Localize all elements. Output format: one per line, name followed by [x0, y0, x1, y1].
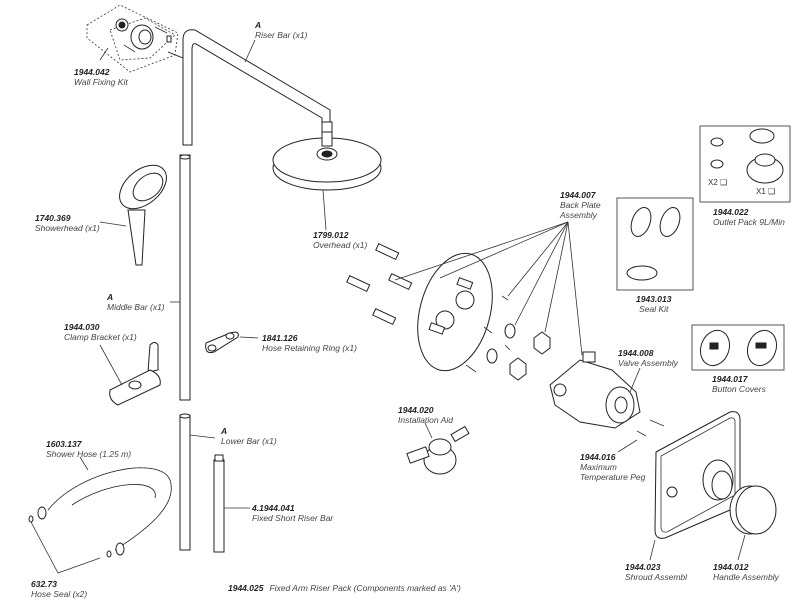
label-clamp-bracket: 1944.030 Clamp Bracket (x1): [64, 322, 137, 342]
part-name: Handle Assembly: [713, 572, 779, 582]
label-hose-seal: 632.73 Hose Seal (x2): [31, 579, 87, 599]
part-code: 632.73: [31, 579, 57, 589]
label-button-covers: 1944.017 Button Covers: [712, 374, 766, 394]
back-plate-leader-lines: [394, 221, 583, 356]
part-code: 1944.030: [64, 322, 100, 332]
part-code: 1944.022: [713, 207, 749, 217]
part-name: Valve Assembly: [618, 358, 678, 368]
label-back-plate-assembly: 1944.007 Back Plate Assembly: [560, 190, 601, 220]
overhead-drawing: [272, 131, 382, 231]
handle-assembly-drawing: [729, 485, 777, 561]
label-hose-retaining-ring: 1841.126 Hose Retaining Ring (x1): [262, 333, 357, 353]
footer-code: 1944.025: [228, 583, 264, 593]
fixed-short-riser-bar-drawing: [213, 454, 250, 553]
hose-retaining-ring-drawing: [205, 331, 259, 354]
part-code: 1944.020: [398, 405, 434, 415]
label-max-temp-peg: 1944.016 Maximum Temperature Peg: [580, 452, 645, 482]
showerhead-drawing: [99, 164, 167, 266]
part-code: 1944.008: [618, 348, 654, 358]
wall-fixing-kit-drawing: [86, 4, 179, 73]
label-seal-kit: 1943.013 Seal Kit: [636, 294, 671, 314]
footer-text: Fixed Arm Riser Pack (Components marked …: [269, 583, 461, 593]
lower-bar-drawing: [179, 413, 216, 551]
part-code: A: [107, 292, 114, 302]
part-name-line1: Maximum: [580, 462, 617, 472]
part-name: Hose Retaining Ring (x1): [262, 343, 357, 353]
part-code: A: [255, 20, 262, 30]
part-code: 1944.016: [580, 452, 616, 462]
shower-hose-drawing: [28, 456, 172, 574]
part-code: 1841.126: [262, 333, 298, 343]
part-name: Hose Seal (x2): [31, 589, 88, 599]
outlet-pack-qty-small: X2 ❏: [708, 178, 728, 187]
label-fixed-short-riser-bar: 4.1944.041 Fixed Short Riser Bar: [252, 503, 333, 523]
back-plate-assembly-drawing: [346, 221, 583, 381]
label-riser-bar: A Riser Bar (x1): [255, 20, 307, 40]
part-name: Outlet Pack 9L/Min: [713, 217, 785, 227]
part-name: Wall Fixing Kit: [74, 77, 128, 87]
part-name: Lower Bar (x1): [221, 436, 277, 446]
valve-assembly-drawing: [549, 351, 665, 453]
part-code: 1944.012: [713, 562, 749, 572]
part-name: Middle Bar (x1): [107, 302, 165, 312]
part-code: 1799.012: [313, 230, 349, 240]
label-overhead: 1799.012 Overhead (x1): [313, 230, 367, 250]
seal-kit-box: [616, 197, 694, 291]
part-name: Button Covers: [712, 384, 766, 394]
part-code: 1740.369: [35, 213, 71, 223]
part-code: 1603.137: [46, 439, 82, 449]
button-covers-box: [691, 324, 785, 371]
part-name: Shower Hose (1.25 m): [46, 449, 132, 459]
part-name-line2: Temperature Peg: [580, 472, 646, 482]
middle-bar-drawing: [170, 154, 191, 401]
part-code: A: [221, 426, 228, 436]
part-name-line2: Assembly: [560, 210, 597, 220]
shroud-assembly-drawing: [649, 411, 741, 561]
outlet-pack-qty-large: X1 ❏: [756, 187, 776, 196]
label-valve-assembly: 1944.008 Valve Assembly: [618, 348, 678, 368]
part-name: Installation Aid: [398, 415, 453, 425]
label-shower-hose: 1603.137 Shower Hose (1.25 m): [46, 439, 131, 459]
label-wall-fixing-kit: 1944.042 Wall Fixing Kit: [74, 67, 128, 87]
part-code: 1943.013: [636, 294, 672, 304]
part-name: Fixed Short Riser Bar: [252, 513, 334, 523]
outlet-pack-box: [699, 125, 791, 203]
label-shroud-assembly: 1944.023 Shroud Assembl: [625, 562, 687, 582]
part-name-line1: Back Plate: [560, 200, 601, 210]
riser-bar-drawing: [167, 29, 333, 146]
installation-aid-drawing: [406, 422, 470, 475]
label-installation-aid: 1944.020 Installation Aid: [398, 405, 453, 425]
label-outlet-pack: 1944.022 Outlet Pack 9L/Min: [713, 207, 785, 227]
label-handle-assembly: 1944.012 Handle Assembly: [713, 562, 779, 582]
part-name: Shroud Assembl: [625, 572, 688, 582]
part-code: 1944.017: [712, 374, 748, 384]
footer-note: 1944.025 Fixed Arm Riser Pack (Components…: [228, 583, 461, 593]
part-name: Seal Kit: [639, 304, 669, 314]
part-name: Showerhead (x1): [35, 223, 100, 233]
part-code: 1944.007: [560, 190, 596, 200]
part-name: Overhead (x1): [313, 240, 368, 250]
part-code: 4.1944.041: [252, 503, 295, 513]
part-name: Clamp Bracket (x1): [64, 332, 137, 342]
label-middle-bar: A Middle Bar (x1): [107, 292, 165, 312]
part-code: 1944.042: [74, 67, 110, 77]
label-lower-bar: A Lower Bar (x1): [221, 426, 277, 446]
label-showerhead: 1740.369 Showerhead (x1): [35, 213, 100, 233]
clamp-bracket-drawing: [99, 342, 161, 406]
part-name: Riser Bar (x1): [255, 30, 308, 40]
part-code: 1944.023: [625, 562, 661, 572]
